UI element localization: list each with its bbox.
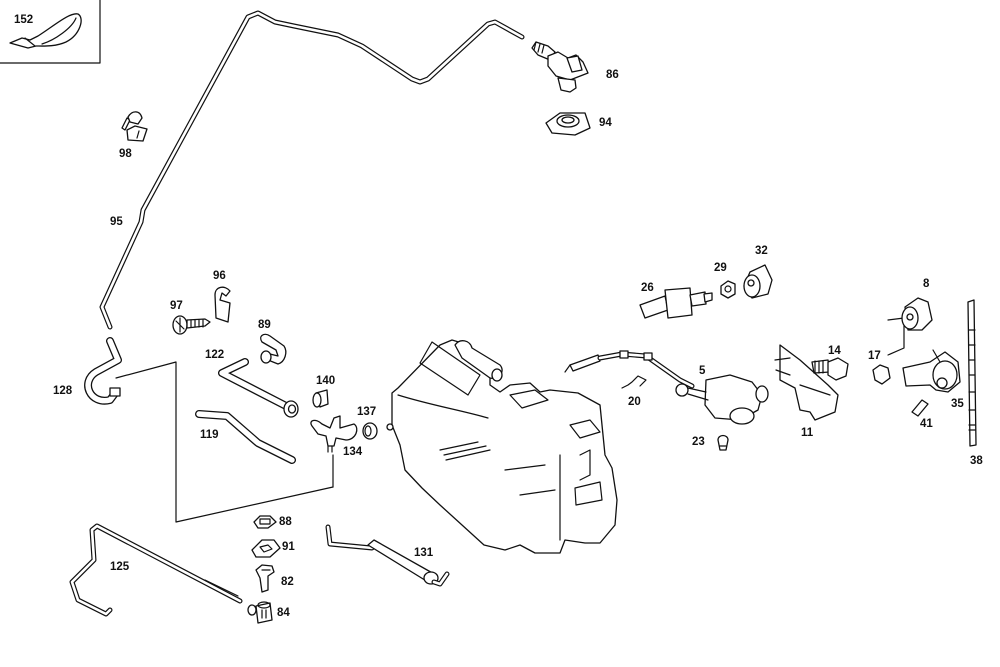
callout-38: 38 [970, 455, 983, 467]
clip-98 [121, 111, 148, 142]
callout-119: 119 [200, 429, 219, 441]
sending-unit-26 [639, 287, 713, 319]
strip-38 [967, 299, 977, 447]
housing-35 [902, 349, 961, 393]
pump-assembly-5 [675, 374, 769, 425]
grommet-94 [545, 112, 591, 136]
callout-23: 23 [692, 436, 705, 448]
check-valve-84 [247, 601, 273, 624]
callout-140: 140 [316, 375, 336, 387]
callout-35: 35 [951, 398, 964, 410]
callout-84: 84 [277, 607, 290, 619]
sleeve-140 [312, 389, 329, 408]
callout-88: 88 [279, 516, 292, 528]
callout-94: 94 [599, 117, 612, 129]
callout-29: 29 [714, 262, 727, 274]
inset-box-152 [0, 0, 101, 64]
callout-5: 5 [699, 365, 706, 377]
hose-122 [218, 358, 299, 418]
bolt-14 [811, 357, 849, 381]
callout-89: 89 [258, 319, 271, 331]
callout-96: 96 [213, 270, 226, 282]
clip-20 [621, 375, 647, 389]
callout-11: 11 [801, 427, 814, 439]
hose-128 [84, 337, 122, 405]
callout-82: 82 [281, 576, 294, 588]
plug-23 [717, 434, 729, 451]
callout-131: 131 [414, 547, 434, 559]
callout-8: 8 [923, 278, 930, 290]
callout-95: 95 [110, 216, 123, 228]
bracket-11 [774, 344, 839, 421]
elbow-fitting-89 [260, 333, 287, 365]
callout-20: 20 [628, 396, 641, 408]
callout-97: 97 [170, 300, 183, 312]
leader-lines [115, 317, 905, 523]
callout-14: 14 [828, 345, 841, 357]
valve-insert-82 [255, 564, 275, 593]
bolt-41 [911, 399, 929, 417]
callout-137: 137 [357, 406, 377, 418]
nut-29 [720, 280, 736, 299]
cap-32 [743, 264, 773, 299]
callout-86: 86 [606, 69, 619, 81]
connector-134 [310, 415, 358, 453]
vent-line-95 [99, 10, 525, 330]
callout-98: 98 [119, 148, 132, 160]
line-125 [69, 523, 243, 617]
callout-128: 128 [53, 385, 73, 397]
callout-41: 41 [920, 418, 933, 430]
fuel-tank [386, 339, 618, 554]
screw-97 [172, 315, 211, 335]
hose-119 [195, 410, 296, 464]
callout-32: 32 [755, 245, 768, 257]
seal-91 [251, 539, 281, 558]
callout-152: 152 [14, 14, 34, 26]
sender-cable [564, 350, 695, 389]
callout-134: 134 [343, 446, 363, 458]
callout-26: 26 [641, 282, 654, 294]
callout-122: 122 [205, 349, 225, 361]
grommet-137 [362, 422, 378, 440]
valve-86 [531, 41, 589, 93]
cap-88 [253, 515, 277, 529]
callout-17: 17 [868, 350, 881, 362]
nut-17 [872, 364, 891, 385]
callout-91: 91 [282, 541, 295, 553]
callout-125: 125 [110, 561, 130, 573]
cap-8 [901, 297, 933, 331]
clamp-96 [214, 286, 231, 323]
hose-131 [325, 524, 450, 587]
